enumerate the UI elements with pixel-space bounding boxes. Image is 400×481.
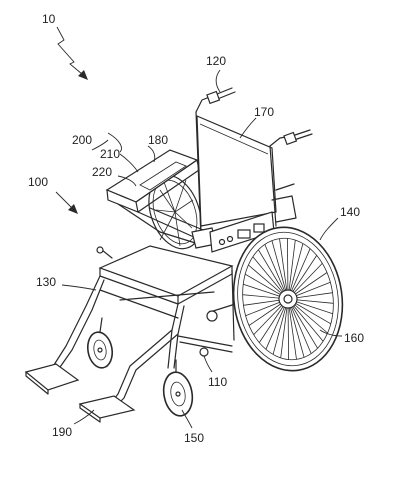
footrests — [24, 363, 136, 423]
spoke — [264, 244, 289, 300]
push-handles — [195, 87, 313, 147]
control-box — [209, 183, 297, 253]
brake-lever — [96, 246, 113, 259]
ref-210-label: 210 — [100, 147, 120, 161]
ref-200-label: 200 — [72, 133, 92, 147]
seat — [98, 245, 234, 305]
right-rear-wheel — [232, 226, 344, 372]
leader-lines — [61, 69, 343, 429]
ref-180-label: 180 — [148, 133, 168, 147]
spoke — [287, 298, 305, 358]
ref-150-label: 150 — [184, 431, 204, 445]
ref-170-label: 170 — [254, 105, 274, 119]
seat-back — [195, 111, 277, 239]
left-footplate — [24, 363, 80, 391]
ref-100-arrowhead — [68, 204, 78, 214]
ref-10-zigzag-leader — [56, 26, 83, 75]
spoke — [287, 240, 296, 300]
ref-10-arrowhead — [78, 70, 88, 80]
ref-130-label: 130 — [36, 275, 56, 289]
spoke — [279, 238, 289, 300]
ref-100-leader — [55, 191, 73, 209]
spoke — [280, 298, 289, 358]
ref-100-label: 100 — [28, 175, 48, 189]
front-casters — [86, 317, 194, 417]
ref-190-label: 190 — [52, 425, 72, 439]
spoke — [287, 298, 312, 354]
ref-110-label: 110 — [208, 375, 227, 389]
ref-10-group: 10 — [42, 12, 88, 80]
spoke — [287, 298, 297, 360]
seat-back-panel — [196, 115, 277, 227]
ref-10-label: 10 — [42, 12, 56, 26]
ref-120-label: 120 — [206, 54, 226, 68]
spoke — [271, 240, 289, 300]
right-footplate — [78, 395, 136, 419]
seat-surface — [98, 245, 234, 297]
ref-100-group: 100 — [28, 175, 78, 214]
ref-140-label: 140 — [340, 205, 360, 219]
armrest-tray — [105, 149, 217, 249]
spoke — [287, 238, 289, 300]
ref-220-label: 220 — [92, 165, 112, 179]
reference-labels: 120 170 180 200 210 220 130 140 160 110 … — [36, 54, 364, 445]
spoke — [287, 298, 289, 360]
ref-160-label: 160 — [344, 331, 364, 345]
tray-top — [105, 149, 199, 203]
